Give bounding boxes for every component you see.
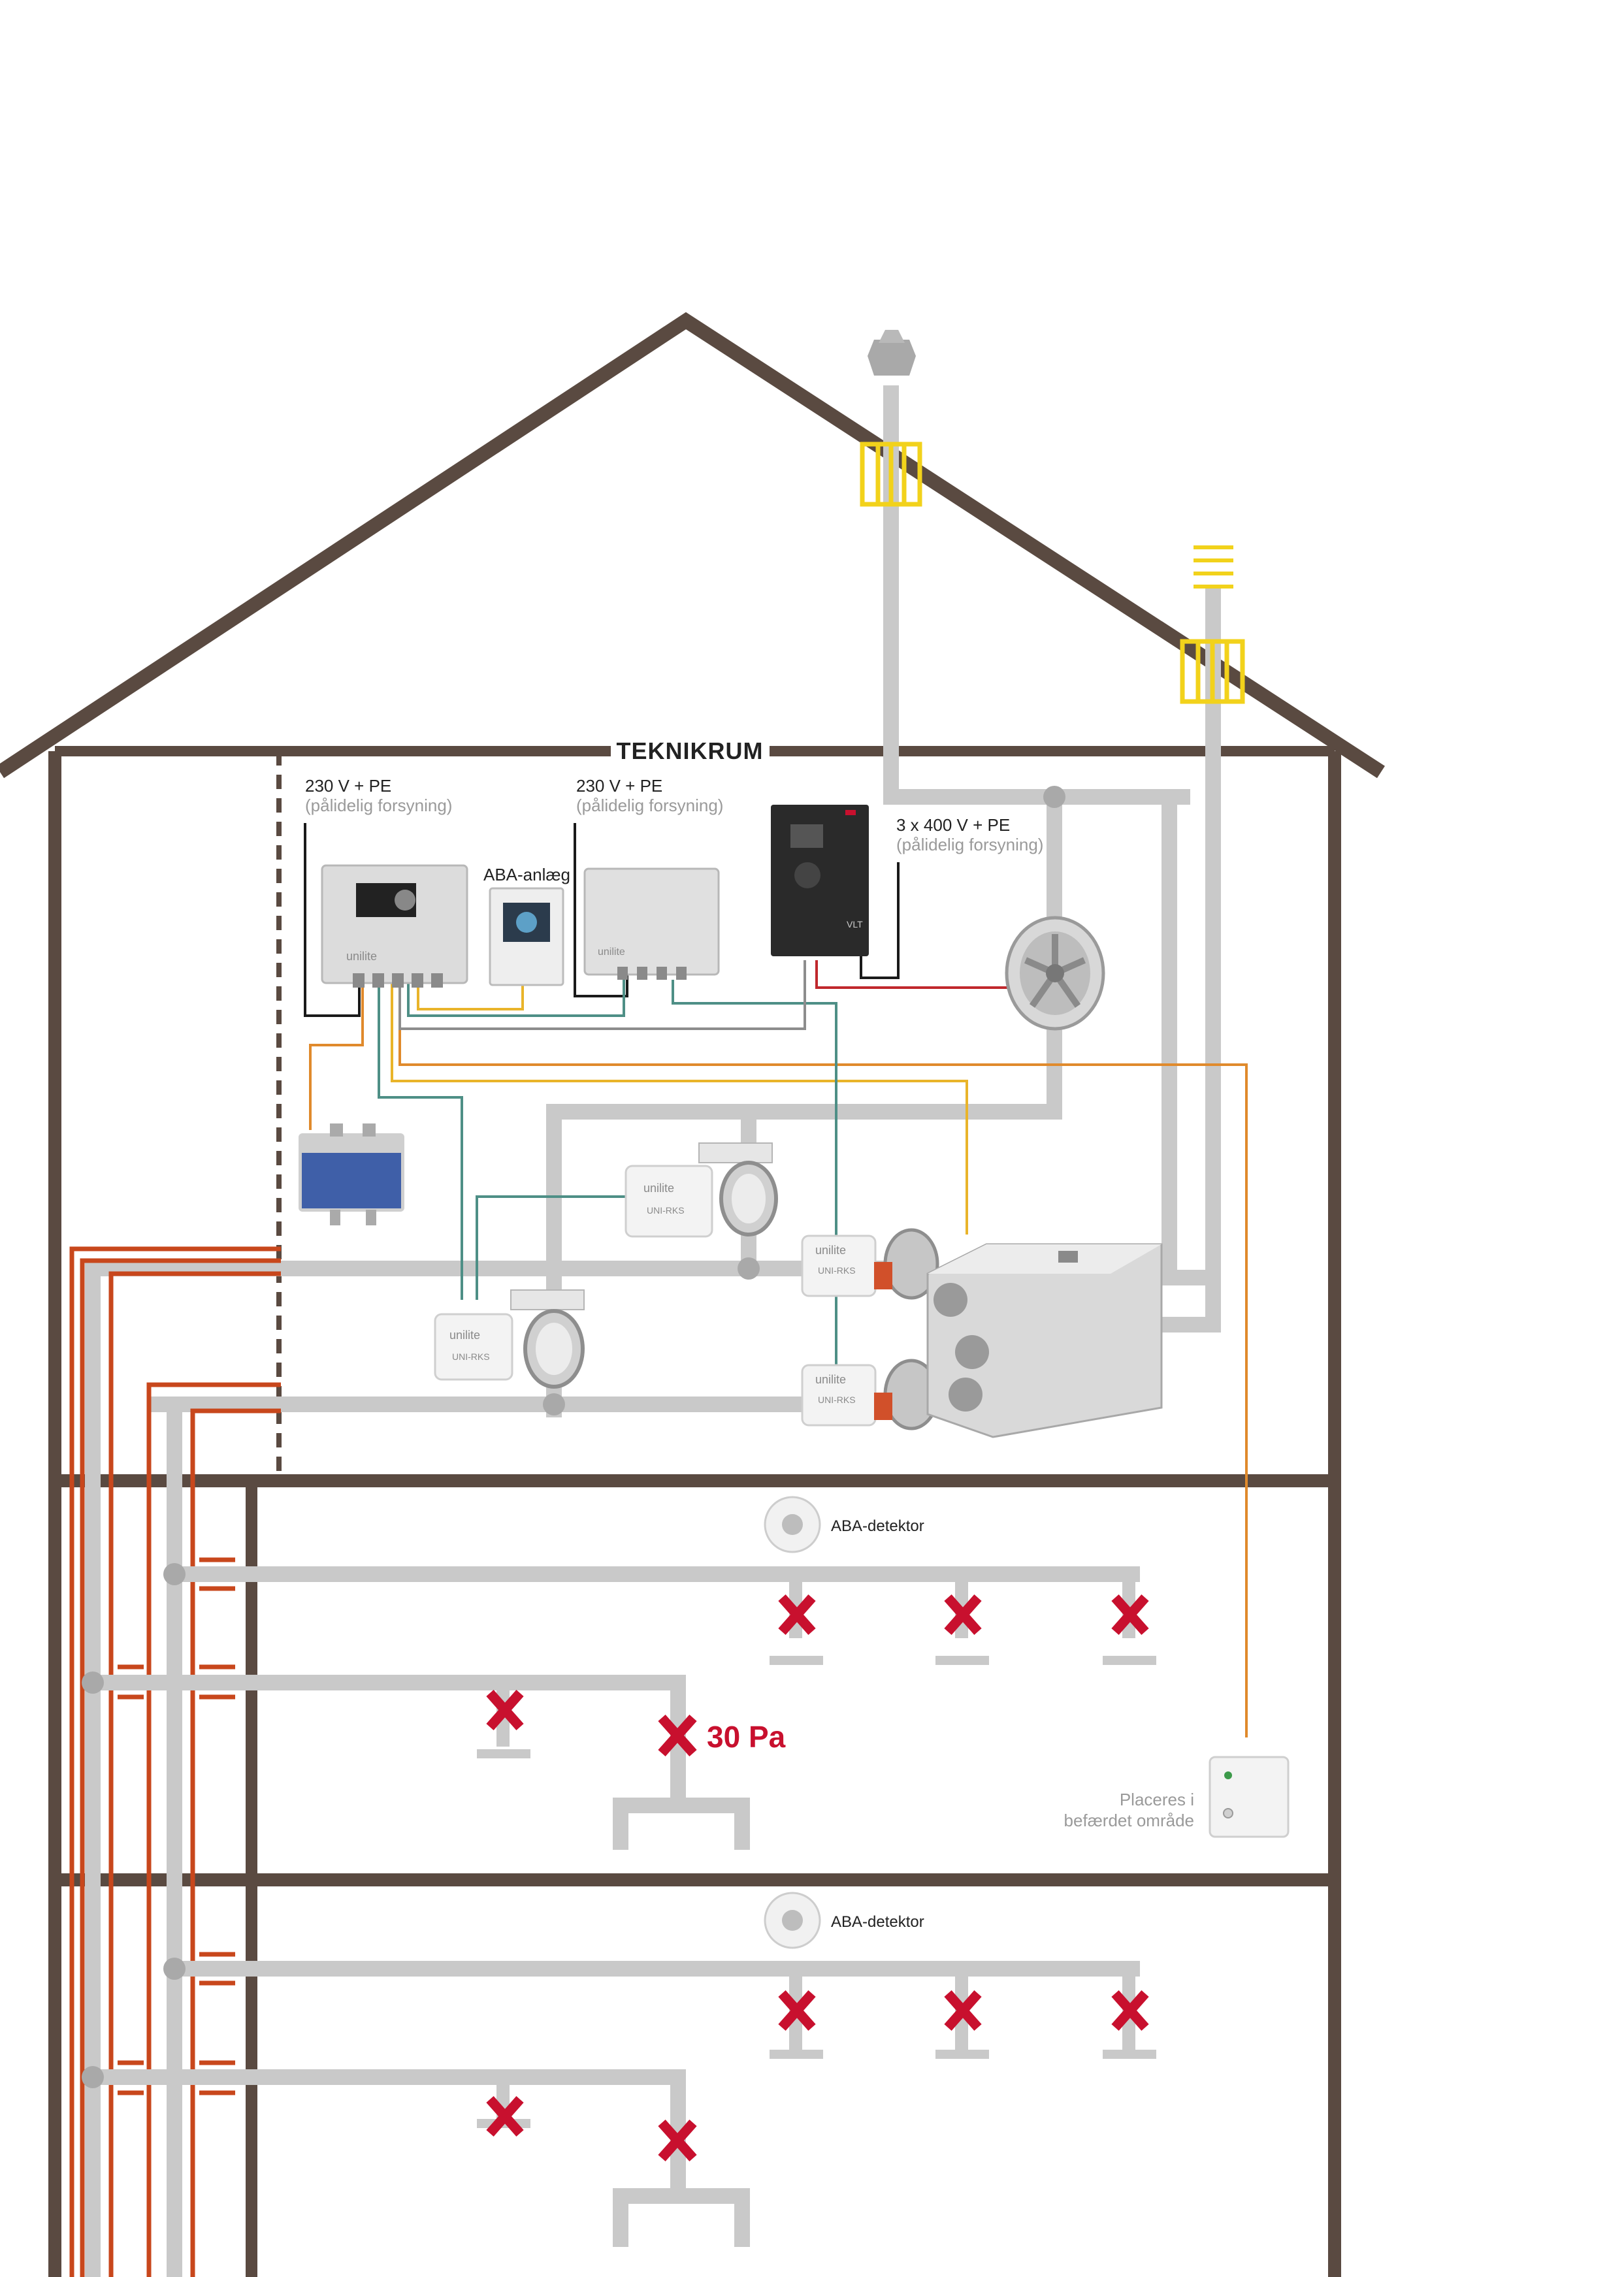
yellow-unit-cable — [391, 980, 968, 1235]
roof-cap-top — [879, 330, 905, 343]
orange-sensor-cable — [309, 980, 364, 1130]
house-outline — [0, 312, 1385, 2277]
roof-exhaust-stack — [860, 330, 922, 797]
supply-right-sublabel: (pålidelig forsyning) — [896, 835, 1043, 854]
teknikrum-label: TEKNIKRUM — [617, 737, 764, 764]
uni-rks-module-icon: unilite UNI-RKS — [801, 1364, 877, 1427]
fan-power-cable — [815, 960, 1014, 989]
teal-cable-4 — [476, 1195, 627, 1300]
aba-anlaeg-label: ABA-anlæg — [483, 865, 570, 884]
exhaust-valve-icon — [477, 2096, 530, 2137]
fire-damper-icon — [874, 1359, 939, 1430]
supply-left-label: 230 V + PE — [305, 776, 391, 796]
uni-rks-label: UNI-RKS — [452, 1351, 490, 1362]
exhaust-valve-icon — [1103, 1990, 1156, 2059]
control-box-logo: unilite — [346, 950, 377, 963]
pressure-sensor-icon — [299, 1123, 404, 1225]
uni-rks-label: UNI-RKS — [818, 1395, 856, 1405]
fire-rated-cables — [69, 1246, 281, 2277]
axial-fan-icon — [1005, 916, 1105, 1031]
yellow-aba-cable — [417, 973, 524, 1010]
floor2-upper-branch — [167, 1961, 1140, 1977]
intake-to-unit-right — [1161, 789, 1177, 1285]
exhaust-valve-icon — [1103, 1594, 1156, 1665]
uni-rks-label: UNI-RKS — [647, 1205, 685, 1216]
fan-duct-return — [546, 1104, 1062, 1120]
intake-to-unit-bottom — [1161, 1270, 1206, 1285]
aba-panel-icon — [489, 887, 564, 986]
floor-2-ducts — [85, 1961, 1140, 2247]
exhaust-valve-icon — [477, 1690, 530, 1758]
supply-cable-right — [860, 862, 900, 979]
uni-rks-module-icon: unilite UNI-RKS — [625, 1165, 713, 1238]
exhaust-valve-icon — [935, 1990, 989, 2059]
intake-stack-duct — [1205, 588, 1221, 1332]
teal-cable-3 — [407, 973, 625, 1017]
floor-fire-cables — [118, 1557, 235, 2095]
supply-mid-label: 230 V + PE — [576, 776, 662, 796]
uni-rks-logo: unilite — [449, 1329, 480, 1342]
roof-cap-icon — [868, 340, 916, 376]
riser-exhaust — [167, 1397, 182, 2277]
aba-detektor-label-1: ABA-detektor — [831, 1517, 924, 1535]
floor1-lower-branch — [85, 1675, 686, 1690]
exhaust-valve-icon — [770, 1990, 823, 2059]
placeres-label-line2: befærdet område — [1064, 1811, 1194, 1830]
supply-left-sublabel: (pålidelig forsyning) — [305, 796, 452, 815]
control-box-icon: unilite — [583, 867, 720, 980]
roof — [0, 312, 1385, 779]
smoke-detector-icon — [764, 1892, 821, 1949]
exhaust-valve-icon — [658, 2120, 697, 2161]
uni-rks-logo: unilite — [815, 1244, 846, 1257]
supply-right-label: 3 x 400 V + PE — [896, 815, 1010, 835]
supply-mid-sublabel: (pålidelig forsyning) — [576, 796, 723, 815]
fire-damper-icon — [874, 1228, 939, 1300]
ventilation-unit-icon — [926, 1243, 1163, 1438]
control-box-icon: unilite — [321, 864, 468, 988]
exhaust-valves-floor-2 — [477, 1990, 1156, 2161]
duct-junctions — [82, 786, 1065, 2088]
exhaust-valves-floor-1 — [477, 1594, 1156, 1758]
signal-cables — [304, 823, 1248, 1737]
exhaust-valve-icon — [935, 1594, 989, 1665]
fire-damper-icon — [510, 1289, 585, 1389]
fire-damper-icon — [698, 1142, 778, 1236]
uni-rks-module-icon: unilite UNI-RKS — [434, 1313, 513, 1381]
vertical-risers — [85, 1261, 182, 2277]
control-box-logo: unilite — [598, 946, 625, 958]
smoke-detector-icon — [764, 1496, 821, 1553]
riser-supply — [85, 1261, 101, 2277]
floor-1-ducts — [85, 1566, 1140, 1850]
exhaust-valve-icon — [770, 1594, 823, 1665]
floor1-upper-branch — [167, 1566, 1140, 1582]
vlt-label: VLT — [847, 919, 863, 929]
technical-room-ducts — [98, 789, 1220, 1417]
uni-rks-logo: unilite — [643, 1182, 674, 1195]
intake-grille-icon — [1194, 545, 1233, 589]
placeres-label-line1: Placeres i — [1120, 1790, 1194, 1809]
teal-cable-2 — [672, 980, 837, 1238]
aba-detektor-label-2: ABA-detektor — [831, 1913, 924, 1931]
supply-cable-mid — [574, 823, 628, 997]
floor2-lower-branch — [85, 2069, 686, 2085]
exhaust-to-unit-bottom — [1161, 1317, 1220, 1332]
roof-pass-through-icon — [1180, 639, 1245, 704]
supply-cable-left — [304, 823, 361, 1017]
exhaust-duct-horizontal — [883, 789, 1190, 805]
roof-intake-stack — [1180, 545, 1245, 1332]
teal-cable-1 — [378, 980, 463, 1300]
roof-pass-through-icon — [860, 442, 922, 507]
uni-rks-label: UNI-RKS — [818, 1265, 856, 1276]
gray-cable — [398, 960, 806, 1030]
frequency-converter-icon: VLT — [771, 805, 869, 956]
exhaust-valve-icon — [658, 1715, 697, 1756]
alarm-panel-icon — [1209, 1756, 1290, 1838]
uni-rks-module-icon: unilite UNI-RKS — [801, 1235, 877, 1297]
uni-rks-logo: unilite — [815, 1373, 846, 1386]
pressure-label: 30 Pa — [707, 1720, 786, 1754]
